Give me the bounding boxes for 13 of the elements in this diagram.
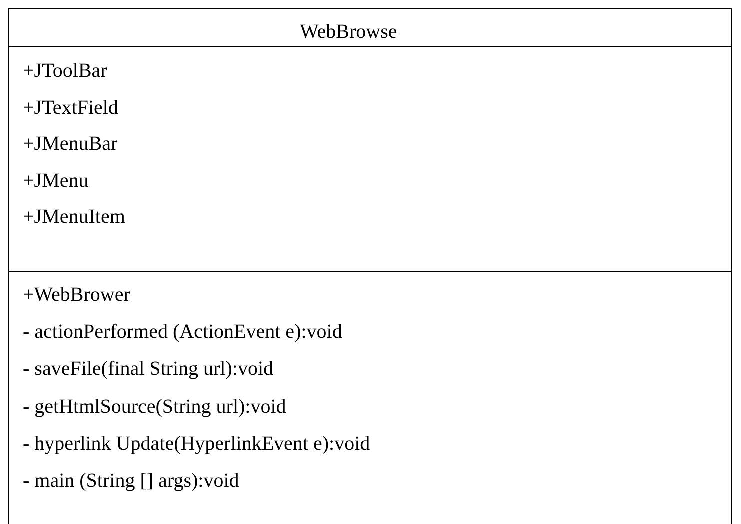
- attribute-text: +JMenu: [23, 168, 89, 192]
- method-text: - getHtmlSource(String url):void: [23, 394, 286, 419]
- class-box: [8, 8, 732, 524]
- attribute-text: +JToolBar: [23, 59, 108, 83]
- class-name: WebBrowse: [300, 20, 398, 44]
- attribute-text: +JMenuItem: [23, 205, 126, 229]
- method-text: - main (String [] args):void: [23, 469, 240, 493]
- attribute-text: +JMenuBar: [23, 132, 118, 156]
- method-text: - actionPerformed (ActionEvent e):void: [23, 320, 342, 344]
- method-text: +WebBrower: [23, 283, 130, 307]
- method-text: - hyperlink Update(HyperlinkEvent e):void: [23, 432, 370, 456]
- attribute-text: +JTextField: [23, 96, 118, 120]
- method-text: - saveFile(final String url):void: [23, 357, 274, 382]
